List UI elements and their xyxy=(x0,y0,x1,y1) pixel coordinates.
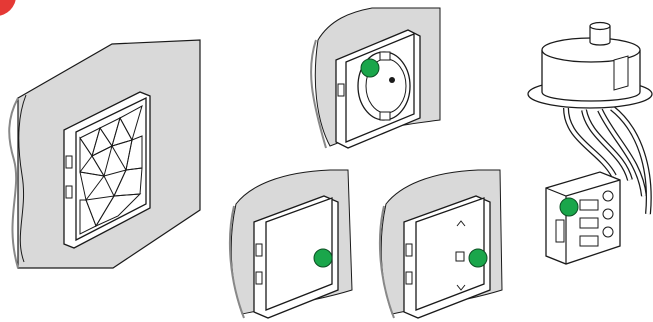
socket-led-icon xyxy=(361,59,379,77)
switch-led-icon xyxy=(314,249,332,267)
actuator-led-icon xyxy=(560,198,578,216)
flush-box-actuator xyxy=(546,172,620,264)
blind-switch-led-icon xyxy=(469,249,487,267)
red-badge-icon xyxy=(0,0,16,16)
